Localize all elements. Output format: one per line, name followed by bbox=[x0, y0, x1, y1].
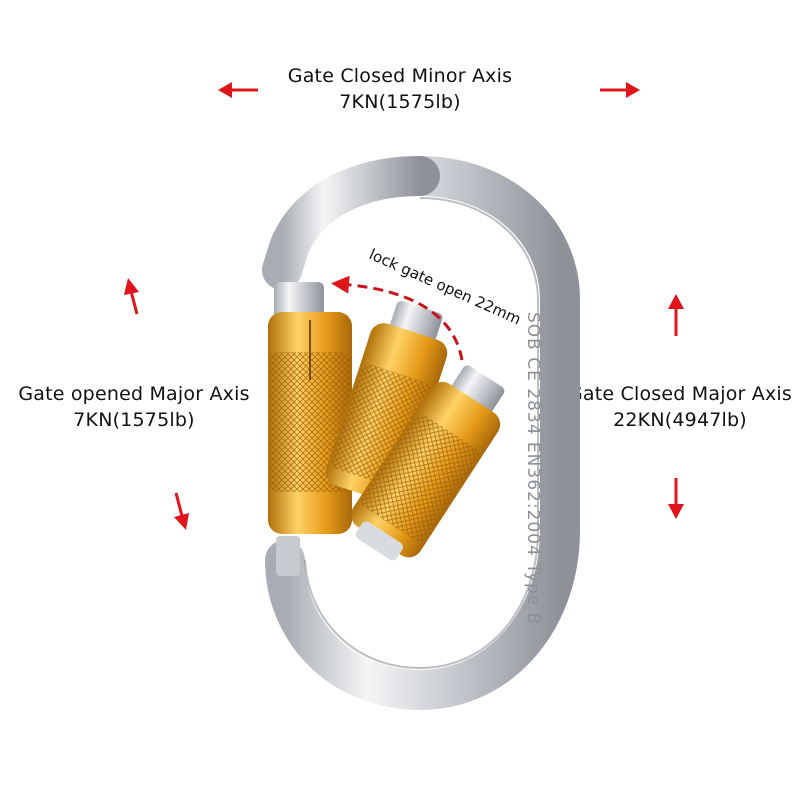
minor-axis-title: Gate Closed Minor Axis bbox=[287, 65, 513, 87]
gate-open-major-axis-title: Gate opened Major Axis bbox=[18, 383, 250, 405]
gate-opening-arc bbox=[331, 275, 464, 361]
arrow-up-right-icon bbox=[668, 294, 684, 336]
gate-sleeve-closed bbox=[268, 312, 352, 534]
arrow-down-right-icon bbox=[668, 478, 684, 519]
engraving-text: SOB CE 2834 EN362:2004 Type B bbox=[523, 312, 543, 625]
load-direction-arrows bbox=[124, 82, 684, 530]
gate-closed-major-axis-value: 22KN(4947lb) bbox=[613, 409, 747, 431]
gate-open-major-axis-value: 7KN(1575lb) bbox=[73, 409, 195, 431]
arrow-down-left-icon bbox=[174, 492, 189, 530]
gate-opening-annotation: lock gate open 22mm bbox=[366, 245, 523, 328]
gate-sleeve-open bbox=[351, 365, 505, 561]
gate-closed-major-axis-title: Gate Closed Major Axis bbox=[567, 383, 792, 405]
gate-closed-major-axis-label: Gate Closed Major Axis 22KN(4947lb) bbox=[560, 381, 800, 433]
carabiner-body bbox=[262, 156, 580, 711]
arrow-left-icon bbox=[218, 82, 258, 98]
minor-axis-value: 7KN(1575lb) bbox=[339, 91, 461, 113]
arrow-up-left-icon bbox=[124, 278, 139, 315]
arrow-right-icon bbox=[600, 82, 640, 98]
gate-open-major-axis-label: Gate opened Major Axis 7KN(1575lb) bbox=[0, 381, 268, 433]
minor-axis-label: Gate Closed Minor Axis 7KN(1575lb) bbox=[250, 63, 550, 115]
